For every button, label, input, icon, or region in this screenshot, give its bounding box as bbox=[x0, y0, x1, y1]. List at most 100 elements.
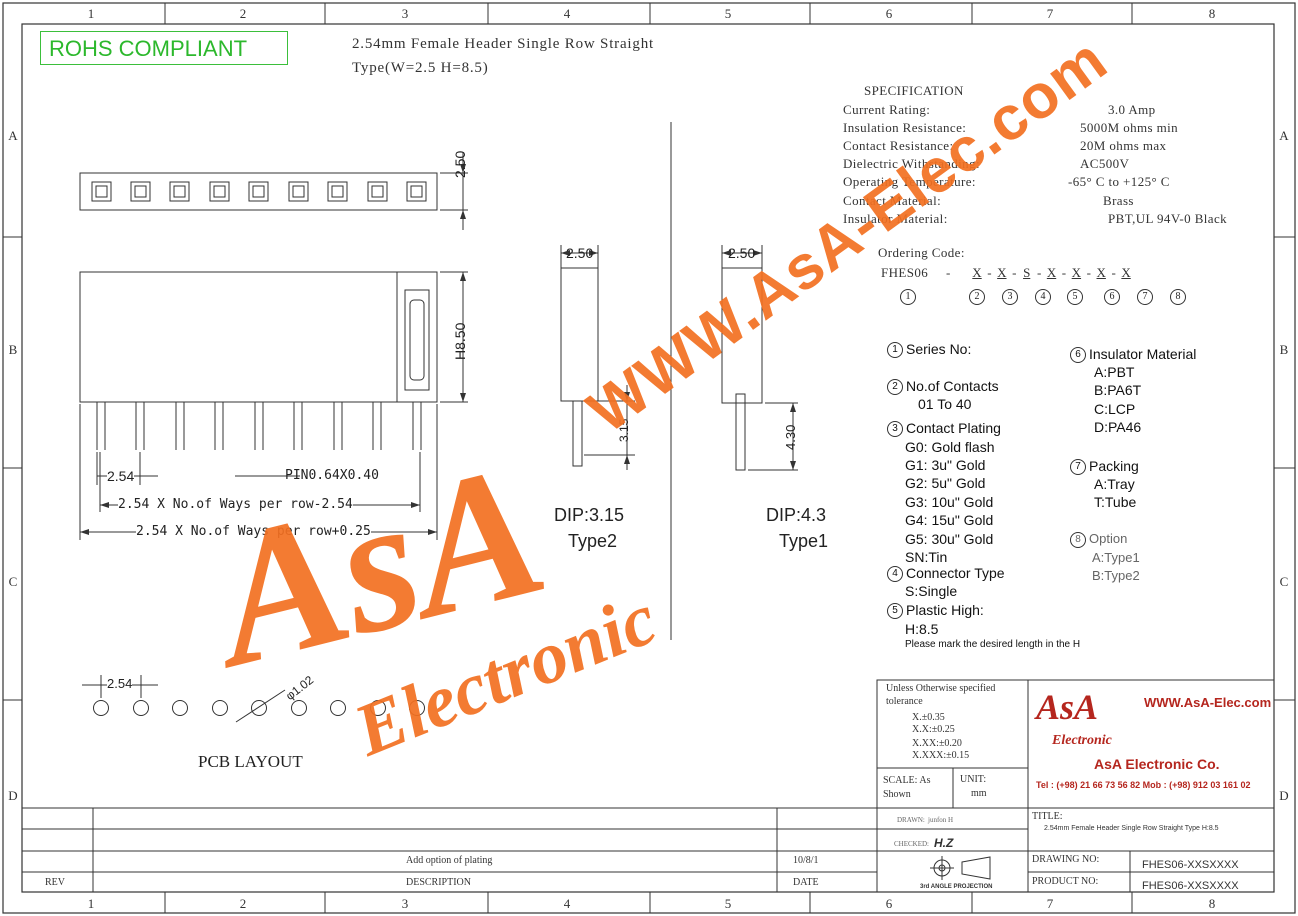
ordering-code-label: Ordering Code: bbox=[878, 245, 965, 260]
ordering-fields: X - X - S - X - X - X - X bbox=[966, 265, 1206, 281]
spec-value: 5000M ohms min bbox=[1080, 120, 1179, 135]
top-view bbox=[79, 152, 468, 230]
type1-label: Type1 bbox=[779, 531, 829, 551]
option-note: Please mark the desired length in the H bbox=[905, 639, 1081, 650]
ordering-num: 4 bbox=[1035, 289, 1051, 305]
grid-col-2: 2 bbox=[239, 6, 247, 21]
type2-label: Type2 bbox=[568, 531, 618, 551]
ordering-field: S bbox=[1023, 265, 1031, 280]
spec-value: Brass bbox=[1103, 193, 1134, 208]
grid-row-d-right: D bbox=[1279, 788, 1289, 803]
grid-col-8-bottom: 8 bbox=[1208, 896, 1216, 911]
product-no-label: PRODUCT NO: bbox=[1032, 876, 1099, 887]
drawn-value: junfon H bbox=[928, 816, 954, 824]
grid-col-3: 3 bbox=[401, 6, 409, 21]
option-line: S:Single bbox=[905, 583, 958, 599]
option-line: G4: 15u" Gold bbox=[905, 512, 994, 528]
dim-formula1: 2.54 X No.of Ways per row-2.54 bbox=[118, 497, 353, 512]
option-title: Plastic High: bbox=[906, 602, 984, 618]
pcb-pitch: 2.54 bbox=[107, 676, 133, 691]
spec-label: Operating Temperature: bbox=[843, 174, 976, 189]
grid-row-a-right: A bbox=[1279, 128, 1289, 143]
description-header: DESCRIPTION bbox=[406, 877, 472, 888]
option-num: 5 bbox=[887, 603, 903, 620]
option-line: A:Tray bbox=[1094, 476, 1135, 492]
ordering-field: X bbox=[997, 265, 1007, 280]
grid-col-4: 4 bbox=[563, 6, 571, 21]
dim-type2-width: 2.50 bbox=[566, 245, 594, 261]
grid-col-1-bottom: 1 bbox=[87, 896, 95, 911]
ordering-num: 5 bbox=[1067, 289, 1083, 305]
unit-label: UNIT: bbox=[960, 774, 987, 785]
spec-label: Current Rating: bbox=[843, 102, 931, 117]
option-num: 1 bbox=[887, 342, 903, 359]
option-line: A:Type1 bbox=[1092, 550, 1140, 565]
ordering-num: 8 bbox=[1170, 289, 1186, 305]
tolerance: X.X:±0.25 bbox=[912, 724, 955, 735]
grid-row-d: D bbox=[8, 788, 18, 803]
spec-label: Contact Resistance: bbox=[843, 138, 954, 153]
pcb-layout bbox=[82, 675, 425, 723]
title-value: 2.54mm Female Header Single Row Straight… bbox=[1044, 825, 1219, 832]
option-line: A:PBT bbox=[1094, 364, 1135, 380]
option-num: 4 bbox=[887, 566, 903, 583]
dim-formula2: 2.54 X No.of Ways per row+0.25 bbox=[136, 524, 371, 539]
option-title: Insulator Material bbox=[1089, 346, 1197, 362]
type2-label-dip: DIP:3.15 bbox=[554, 505, 625, 525]
drawn-label: DRAWN: bbox=[897, 816, 925, 824]
grid-col-6: 6 bbox=[885, 6, 893, 21]
spec-value: AC500V bbox=[1080, 156, 1130, 171]
date-header: DATE bbox=[793, 877, 819, 888]
grid-row-b-right: B bbox=[1279, 342, 1289, 357]
checked-label: CHECKED: bbox=[894, 840, 929, 848]
company-name: AsA Electronic Co. bbox=[1094, 756, 1220, 772]
grid-col-6-bottom: 6 bbox=[885, 896, 893, 911]
tolerance: X.XXX:±0.15 bbox=[912, 750, 970, 761]
option-num: 6 bbox=[1070, 347, 1086, 364]
option-num: 8 bbox=[1070, 531, 1086, 548]
company-logo-sub: Electronic bbox=[1052, 733, 1112, 748]
spec-value: 20M ohms max bbox=[1080, 138, 1167, 153]
grid-col-2-bottom: 2 bbox=[239, 896, 247, 911]
spec-label: Insulator Material: bbox=[843, 211, 948, 226]
drawing-no-value: FHES06-XXSXXXX bbox=[1142, 859, 1239, 871]
rohs-badge: ROHS COMPLIANT bbox=[40, 31, 288, 65]
company-tel: Tel : (+98) 21 66 73 56 82 Mob : (+98) 9… bbox=[1036, 780, 1251, 790]
option-line: G1: 3u" Gold bbox=[905, 457, 986, 473]
grid-col-5: 5 bbox=[724, 6, 732, 21]
scale-label: SCALE: As Shown bbox=[883, 775, 931, 800]
grid-col-7: 7 bbox=[1046, 6, 1054, 21]
option-line: G2: 5u" Gold bbox=[905, 475, 986, 491]
projection-icon bbox=[930, 856, 991, 880]
option-title: No.of Contacts bbox=[906, 378, 999, 394]
drawing-title-line1: 2.54mm Female Header Single Row Straight bbox=[352, 36, 654, 52]
dim-pitch: 2.54 bbox=[107, 468, 135, 484]
option-line: T:Tube bbox=[1094, 494, 1137, 510]
option-num: 7 bbox=[1070, 459, 1086, 476]
drawing-title-line2: Type(W=2.5 H=8.5) bbox=[352, 60, 489, 76]
option-title: Series No: bbox=[906, 341, 972, 357]
title-label: TITLE: bbox=[1032, 811, 1063, 822]
grid-col-1: 1 bbox=[87, 6, 95, 21]
ordering-field: X bbox=[972, 265, 982, 280]
option-line: B:PA6T bbox=[1094, 382, 1142, 398]
grid-row-c-right: C bbox=[1279, 574, 1289, 589]
grid-col-7-bottom: 7 bbox=[1046, 896, 1054, 911]
option-line: B:Type2 bbox=[1092, 568, 1140, 583]
type1-label-dip: DIP:4.3 bbox=[766, 505, 827, 525]
ordering-prefix: FHES06 bbox=[881, 265, 929, 280]
tolerance-heading: Unless Otherwise specified tolerance bbox=[886, 683, 996, 707]
ordering-num: 6 bbox=[1104, 289, 1120, 305]
option-title: Packing bbox=[1089, 458, 1139, 474]
ordering-num: 2 bbox=[969, 289, 985, 305]
company-url: WWW.AsA-Elec.com bbox=[1144, 695, 1272, 710]
option-line: G5: 30u" Gold bbox=[905, 531, 994, 547]
ordering-field: X bbox=[1071, 265, 1082, 280]
